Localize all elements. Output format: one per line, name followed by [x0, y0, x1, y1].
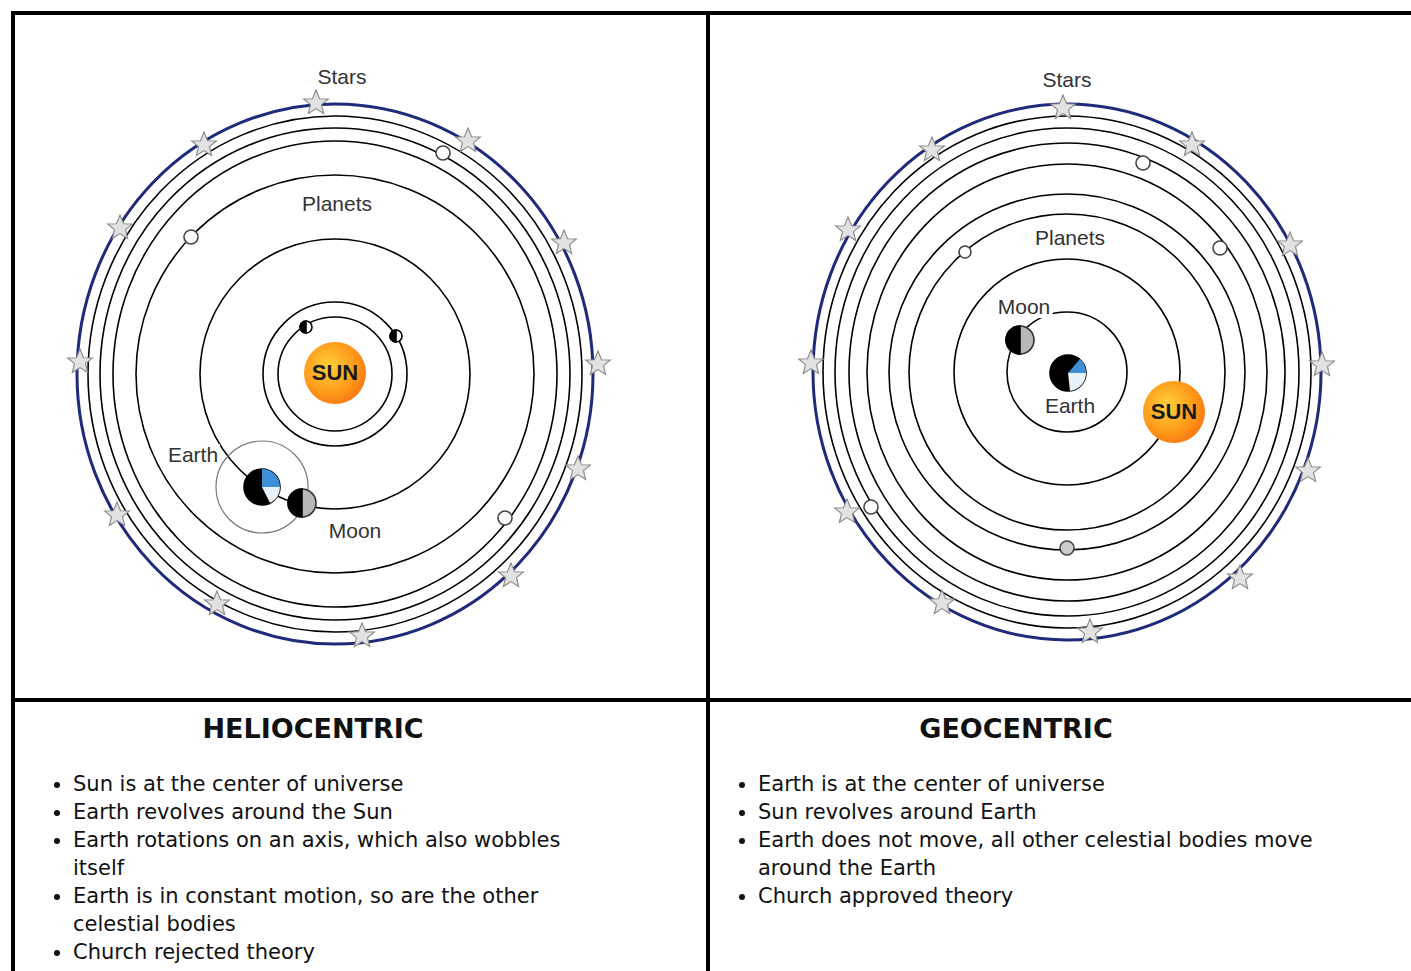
feature-bullet: Sun revolves around Earth: [758, 798, 1316, 826]
sun-disc: SUN: [1143, 381, 1205, 443]
sun-disc: SUN: [304, 342, 366, 404]
body-label: Planets: [300, 193, 374, 215]
feature-bullet: Sun is at the center of universe: [73, 770, 613, 798]
model-description-cell: HELIOCENTRIC Sun is at the center of univ…: [13, 703, 613, 971]
feature-bullet: Church rejected theory: [73, 938, 613, 966]
geocentric-stars: [799, 95, 1335, 643]
feature-list: Earth is at the center of universeSun re…: [716, 770, 1316, 910]
sun-label: SUN: [312, 360, 358, 386]
model-description-cell: GEOCENTRIC Earth is at the center of univ…: [716, 703, 1316, 971]
body-label: Planets: [1033, 227, 1107, 249]
body-label: Stars: [315, 66, 368, 88]
feature-list: Sun is at the center of universeEarth re…: [13, 770, 613, 966]
table-grid: [11, 11, 1411, 971]
model-heading: HELIOCENTRIC: [13, 713, 613, 744]
feature-bullet: Church approved theory: [758, 882, 1316, 910]
heliocentric-stars: [68, 90, 611, 647]
geocentric-model: [813, 104, 1321, 640]
model-heading: GEOCENTRIC: [716, 713, 1316, 744]
body-label: Earth: [1043, 395, 1097, 417]
body-label: Earth: [166, 444, 220, 466]
feature-bullet: Earth revolves around the Sun: [73, 798, 613, 826]
feature-bullet: Earth is in constant motion, so are the …: [73, 882, 613, 938]
feature-bullet: Earth is at the center of universe: [758, 770, 1316, 798]
body-label: Stars: [1040, 69, 1093, 91]
sun-label: SUN: [1151, 399, 1197, 425]
body-label: Moon: [327, 520, 384, 542]
feature-bullet: Earth does not move, all other celestial…: [758, 826, 1316, 882]
heliocentric-model: [77, 104, 593, 644]
feature-bullet: Earth rotations on an axis, which also w…: [73, 826, 613, 882]
body-label: Moon: [996, 296, 1053, 318]
